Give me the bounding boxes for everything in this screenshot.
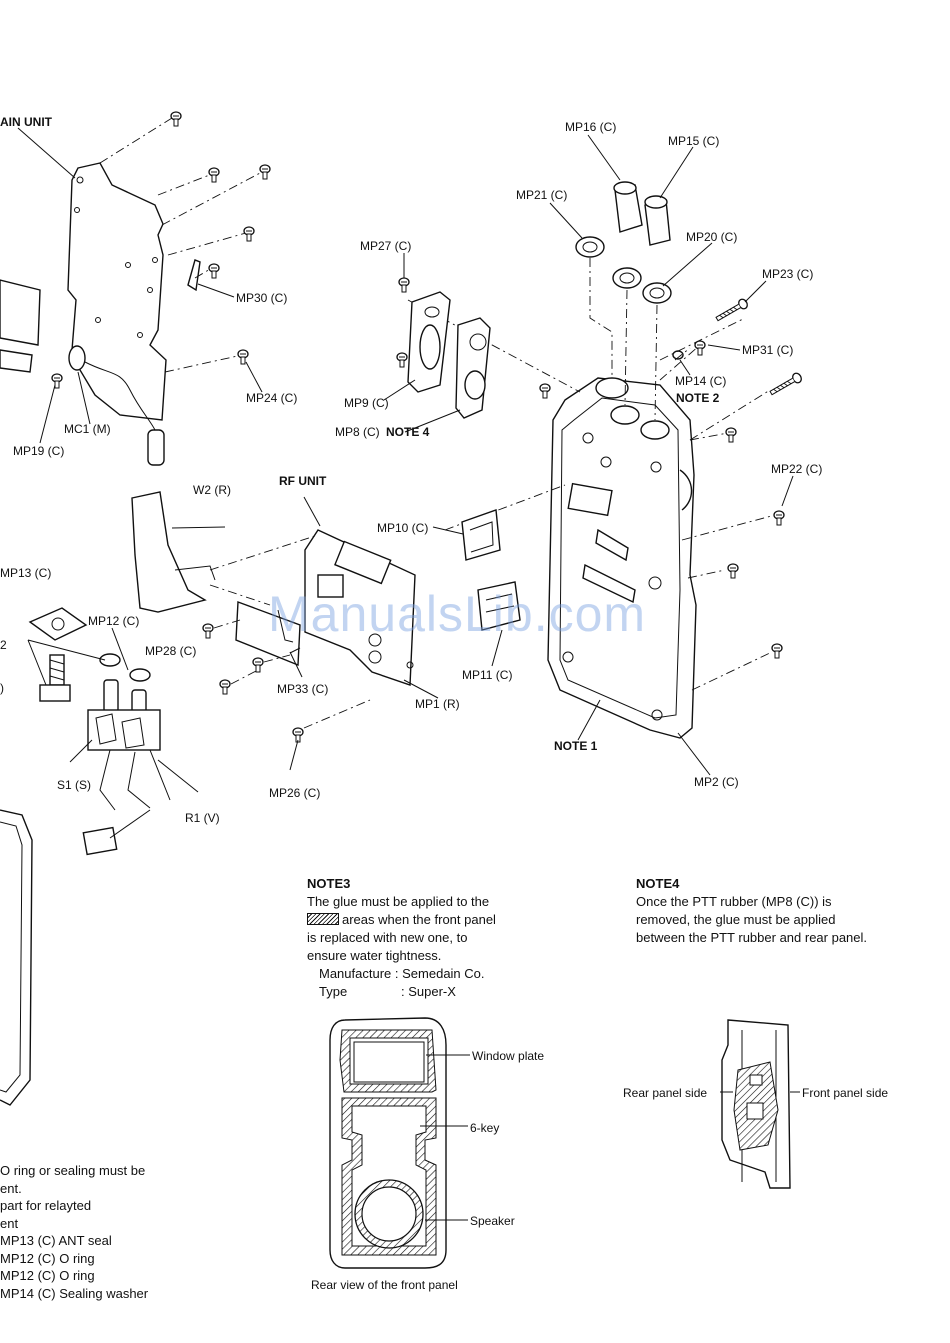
label-mp16: MP16 (C): [565, 120, 616, 134]
note3-line3: is replaced with new one, to: [307, 930, 468, 945]
front-panel-caption: Rear view of the front panel: [311, 1278, 458, 1292]
label-mp8: MP8 (C): [335, 425, 380, 439]
label-mp21: MP21 (C): [516, 188, 567, 202]
note3-type-row: Type : Super-X: [307, 983, 496, 1001]
note3-manufacture-value: Semedain Co.: [402, 966, 485, 981]
label-edge-2: 2: [0, 638, 7, 652]
label-w2: W2 (R): [193, 483, 231, 497]
note3-line2-row: areas when the front panel: [307, 911, 496, 929]
left-note-block: O ring or sealing must be ent. part for …: [0, 1162, 148, 1302]
note3-block: NOTE3 The glue must be applied to the ar…: [307, 875, 496, 1001]
note3-type-label: Type: [319, 984, 348, 999]
glue-area-swatch: [307, 913, 339, 925]
rf-screws: [202, 619, 371, 743]
label-mp2: MP2 (C): [694, 775, 739, 789]
label-mc1: MC1 (M): [64, 422, 111, 436]
left-note-item3: MP12 (C) O ring: [0, 1268, 95, 1283]
left-note-item4: MP14 (C) Sealing washer: [0, 1285, 149, 1301]
label-mp11: MP11 (C): [462, 668, 512, 682]
label-r1: R1 (V): [185, 811, 220, 825]
left-panel-frame: [0, 809, 33, 1106]
rf-unit-board: [235, 529, 416, 686]
label-note4-ref: NOTE 4: [386, 425, 430, 439]
left-dashed-lines: [99, 117, 263, 373]
label-mp9: MP9 (C): [344, 396, 389, 410]
note3-title: NOTE3: [307, 876, 351, 891]
left-note-line2: ent.: [0, 1180, 22, 1196]
label-note2: NOTE 2: [676, 391, 720, 405]
label-mp14: MP14 (C): [675, 374, 726, 388]
watermark: ManualsLib.com: [268, 586, 647, 642]
label-mp15: MP15 (C): [668, 134, 719, 148]
ptt-plate-and-rubber: [396, 291, 491, 419]
note4-block: NOTE4 Once the PTT rubber (MP8 (C)) is r…: [636, 875, 867, 947]
speaker-mc1: [68, 345, 165, 466]
label-mp20: MP20 (C): [686, 230, 737, 244]
left-note-line4: ent: [0, 1215, 19, 1231]
front-panel-rear-view: [329, 1017, 470, 1269]
callout-6-key: 6-key: [470, 1121, 499, 1135]
main-unit-board: [67, 162, 201, 421]
left-note-line3: part for relayted: [0, 1198, 92, 1213]
label-mp1: MP1 (R): [415, 697, 460, 711]
note3-line2: areas when the front panel: [342, 912, 496, 927]
label-edge-c: ): [0, 681, 4, 695]
note4-title: NOTE4: [636, 876, 680, 891]
note4-line2: removed, the glue must be applied: [636, 912, 836, 927]
note3-manufacture-row: Manufacture : Semedain Co.: [307, 965, 496, 983]
part-labels: AIN UNIT MP30 (C) MP24 (C) MC1 (M) MP19 …: [0, 115, 888, 1292]
knobs: [613, 181, 671, 246]
rear-panel-case: [547, 377, 697, 739]
label-rf-unit: RF UNIT: [279, 474, 327, 488]
label-mp13: MP13 (C): [0, 566, 51, 580]
label-mp12: MP12 (C): [88, 614, 139, 628]
label-note1: NOTE 1: [554, 739, 598, 753]
callout-window-plate: Window plate: [472, 1049, 544, 1063]
label-mp28: MP28 (C): [145, 644, 196, 658]
antenna-switch-parts: [27, 496, 439, 856]
label-mp27: MP27 (C): [360, 239, 411, 253]
right-leaders: [383, 134, 794, 776]
label-mp30: MP30 (C): [236, 291, 287, 305]
note3-line1: The glue must be applied to the: [307, 894, 490, 909]
label-rear-panel-side: Rear panel side: [623, 1086, 707, 1100]
left-note-line1: O ring or sealing must be: [0, 1163, 146, 1178]
left-note-item2: MP12 (C) O ring: [0, 1250, 95, 1266]
label-mp33: MP33 (C): [277, 682, 328, 696]
callout-speaker: Speaker: [470, 1214, 515, 1228]
brackets-mp10-mp11: [461, 509, 521, 631]
label-mp10: MP10 (C): [377, 521, 428, 535]
label-mp23: MP23 (C): [762, 267, 813, 281]
note3-line4: ensure water tightness.: [307, 948, 442, 963]
label-mp24: MP24 (C): [246, 391, 297, 405]
note4-line1: Once the PTT rubber (MP8 (C)) is: [636, 894, 832, 909]
label-front-panel-side: Front panel side: [802, 1086, 888, 1100]
ptt-rubber-section: [720, 1019, 800, 1189]
left-partial-parts: [0, 279, 41, 373]
label-main-unit: AIN UNIT: [0, 115, 53, 129]
label-s1: S1 (S): [57, 778, 91, 792]
label-mp22: MP22 (C): [771, 462, 822, 476]
left-note-item1: MP13 (C) ANT seal: [0, 1233, 112, 1248]
note4-line3: between the PTT rubber and rear panel.: [636, 930, 868, 945]
left-leaders: [17, 127, 263, 444]
label-mp31: MP31 (C): [742, 343, 793, 357]
seals-and-rings: [575, 236, 684, 360]
note3-manufacture-label: Manufacture :: [319, 966, 399, 981]
note3-type-value: : Super-X: [401, 984, 456, 999]
label-mp26: MP26 (C): [269, 786, 320, 800]
flex-cable-w2: [131, 491, 319, 613]
label-mp19: MP19 (C): [13, 444, 64, 458]
